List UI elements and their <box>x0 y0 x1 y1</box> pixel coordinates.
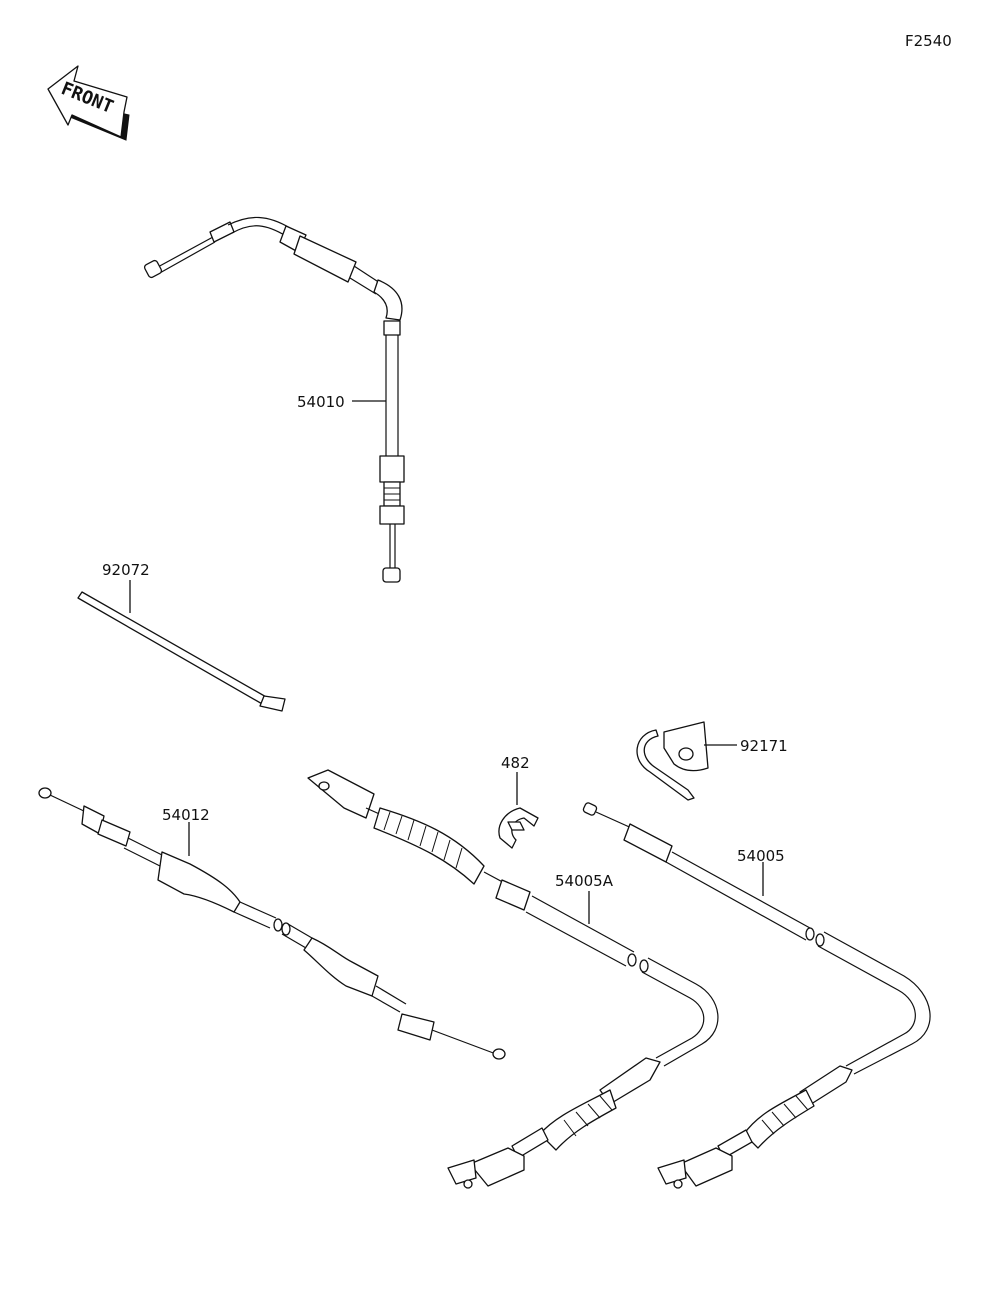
callout-482: 482 <box>501 754 530 772</box>
cable-54012 <box>38 787 506 1060</box>
callout-92072: 92072 <box>102 561 150 579</box>
cable-54005 <box>582 802 931 1189</box>
callout-54005A: 54005A <box>555 872 614 890</box>
front-arrow-icon: FRONT <box>47 65 130 141</box>
tie-wrap-92072 <box>77 591 286 712</box>
cable-54010 <box>143 216 405 583</box>
callout-92171: 92171 <box>740 737 788 755</box>
figure-code: F2540 <box>905 32 952 50</box>
clip-482 <box>498 807 539 849</box>
cable-54005A <box>307 769 719 1189</box>
callout-54012: 54012 <box>162 806 210 824</box>
callout-54005: 54005 <box>737 847 785 865</box>
callout-54010: 54010 <box>297 393 345 411</box>
clamp-92171 <box>636 721 709 801</box>
